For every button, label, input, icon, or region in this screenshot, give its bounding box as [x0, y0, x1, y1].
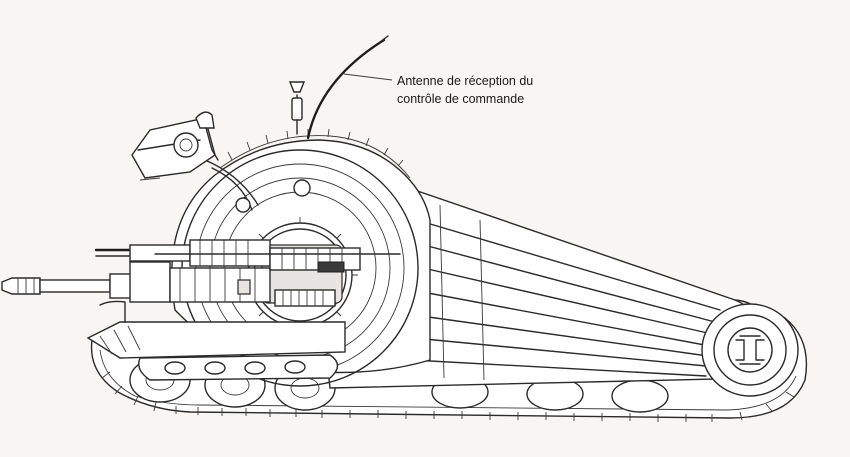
- front-track-frame: [86, 300, 346, 381]
- antenna-callout-label: Antenne de réception du contrôle de comm…: [397, 72, 533, 108]
- sensor-turret: [131, 111, 219, 181]
- antenna-callout-line-1: Antenne de réception du: [397, 74, 534, 88]
- rear-drive-wheel: [701, 303, 799, 397]
- antenna-assembly: [288, 35, 393, 140]
- main-cannon: [1, 261, 271, 303]
- upper-blaster: [94, 239, 401, 307]
- antenna-callout-line-2: contrôle de commande: [397, 92, 525, 106]
